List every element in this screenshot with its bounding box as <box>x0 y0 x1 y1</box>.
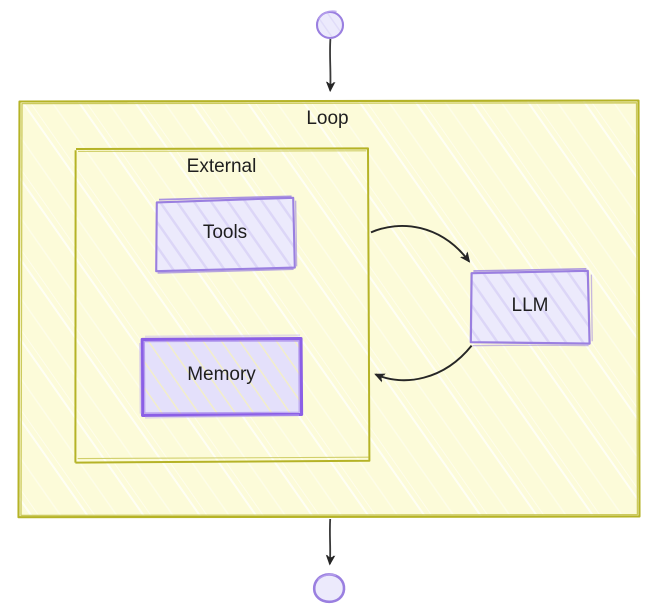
memory-node[interactable] <box>139 334 304 419</box>
start-node[interactable] <box>315 10 345 40</box>
external-container[interactable] <box>74 147 371 464</box>
llm-node[interactable] <box>469 267 593 347</box>
end-node[interactable] <box>312 573 346 604</box>
edge-llm-to-external <box>374 345 473 383</box>
tools-node[interactable] <box>155 195 298 274</box>
edge-external-to-llm <box>370 225 471 263</box>
